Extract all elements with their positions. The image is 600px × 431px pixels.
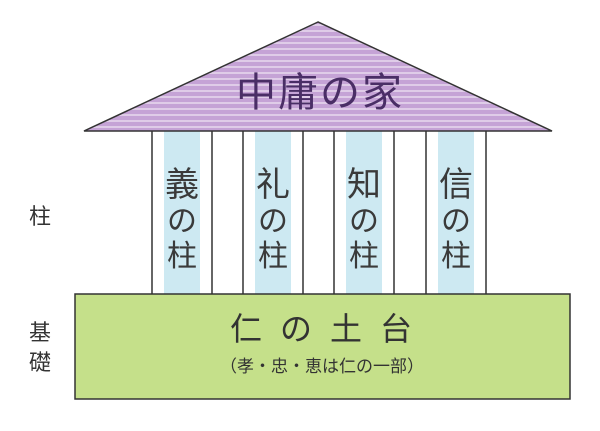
foundation-subtitle: （孝・忠・恵は仁の一部） [220, 357, 424, 377]
pillar-gi: 義 の 柱 [151, 127, 213, 299]
pillar-rei: 礼 の 柱 [242, 127, 304, 299]
side-labels: 柱 基 礎 [29, 205, 51, 376]
pillar-chi-no: の [349, 204, 379, 239]
pillar-chi: 知 の 柱 [333, 127, 395, 299]
roof-shape [83, 21, 553, 132]
pillars-group: 義 の 柱 礼 の 柱 知 の 柱 信 の 柱 [151, 127, 487, 299]
foundation-block [74, 293, 571, 400]
pillar-shin: 信 の 柱 [425, 127, 487, 299]
pillar-gi-name: 義 [165, 165, 199, 205]
pillar-gi-no: の [167, 204, 197, 239]
side-label-base-1: 基 [29, 321, 51, 346]
pillar-shin-name: 信 [439, 165, 473, 205]
pillar-shin-hashira: 柱 [441, 239, 471, 274]
pillar-rei-no: の [258, 204, 288, 239]
foundation-title: 仁の土台 [230, 310, 430, 348]
side-label-base-2: 礎 [29, 351, 51, 376]
pillar-rei-name: 礼 [256, 165, 290, 205]
roof-title: 中庸の家 [236, 70, 404, 116]
pillar-chi-hashira: 柱 [349, 239, 379, 274]
pillar-gi-hashira: 柱 [167, 239, 197, 274]
pillar-rei-hashira: 柱 [258, 239, 288, 274]
pillar-chi-name: 知 [347, 165, 381, 205]
pillar-shin-no: の [441, 204, 471, 239]
roof: 中庸の家 [83, 21, 553, 132]
foundation: 仁の土台 （孝・忠・恵は仁の一部） [74, 293, 571, 400]
side-label-pillar: 柱 [29, 205, 51, 230]
